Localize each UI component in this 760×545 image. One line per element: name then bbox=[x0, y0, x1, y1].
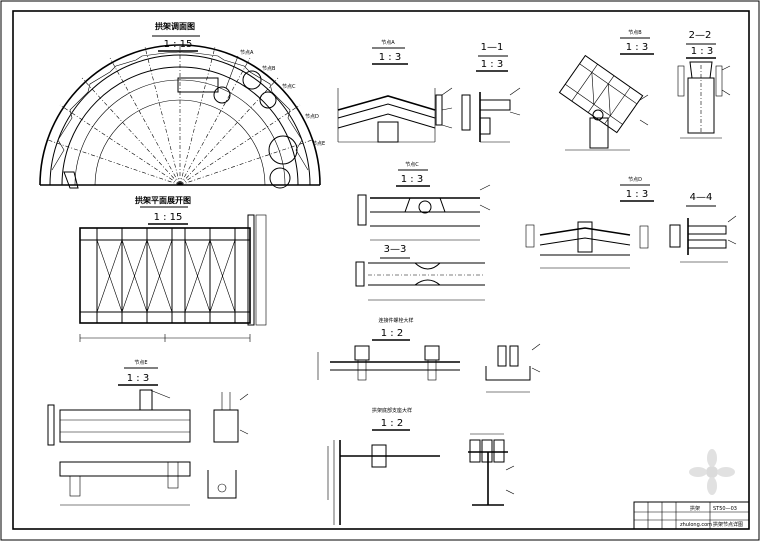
node-c-pin bbox=[418, 200, 432, 214]
detail-circle-d bbox=[268, 135, 298, 165]
joint-detail-2: 拱架底部支座大样 1 : 2 bbox=[327, 407, 508, 525]
plan-scale: 1 : 15 bbox=[154, 212, 183, 223]
node-b-scale: 1 : 3 bbox=[626, 42, 648, 53]
joint2-title: 拱架底部支座大样 bbox=[372, 407, 412, 414]
watermark: zhulong.com bbox=[680, 522, 712, 528]
title-block-drawing-no: ST50—03 bbox=[713, 506, 737, 512]
arch-arc-4 bbox=[74, 79, 286, 186]
sec33-title: 3—3 bbox=[384, 244, 407, 255]
joint1-scale: 1 : 2 bbox=[381, 328, 403, 339]
sec11-left-block bbox=[461, 94, 471, 131]
node-e-scale: 1 : 3 bbox=[127, 373, 149, 384]
joint1-title: 连接件螺栓大样 bbox=[378, 317, 413, 324]
sec44-title: 4—4 bbox=[690, 192, 713, 203]
marker-a-leader bbox=[225, 55, 239, 89]
node-a-title: 节点A bbox=[381, 40, 395, 46]
marker-d: 节点D bbox=[305, 114, 319, 120]
marker-b: 节点B bbox=[262, 66, 276, 72]
section-2-2: 2—2 1 : 3 bbox=[677, 30, 723, 139]
node-c-scale: 1 : 3 bbox=[401, 174, 423, 185]
node-d-scale: 1 : 3 bbox=[626, 189, 648, 200]
node-e-side bbox=[213, 409, 239, 443]
title-block-frame bbox=[633, 501, 750, 530]
sec22-scale: 1 : 3 bbox=[691, 46, 713, 57]
arch-radials bbox=[47, 45, 313, 186]
title-block-right: 拱架节点详图 bbox=[713, 521, 743, 528]
node-a-top-chord bbox=[337, 95, 436, 111]
plan-end-flange bbox=[255, 214, 267, 326]
arch-elevation: 拱架调面图 1 : 15 bbox=[39, 21, 325, 189]
detail-circle-a bbox=[213, 86, 231, 104]
plan-expanded: 拱架平面展开图 1 : 15 bbox=[79, 195, 267, 342]
node-b-truss bbox=[558, 54, 644, 134]
node-b-title: 节点B bbox=[628, 30, 642, 36]
node-e-detail: 节点E 1 : 3 bbox=[47, 360, 239, 506]
sec22-title: 2—2 bbox=[689, 30, 712, 41]
plan-verticals bbox=[96, 228, 236, 323]
title-block: 拱架 ST50—03 拱架节点详图 zhulong.com bbox=[633, 501, 750, 530]
node-d-title: 节点D bbox=[628, 177, 642, 183]
arch-left-support bbox=[63, 171, 79, 189]
plan-outline bbox=[79, 227, 251, 324]
node-b-detail: 节点B 1 : 3 bbox=[558, 30, 654, 151]
section-3-3: 3—3 bbox=[355, 244, 485, 301]
detail-circle-b bbox=[242, 70, 262, 90]
node-a-scale: 1 : 3 bbox=[379, 52, 401, 63]
marker-c: 节点C bbox=[282, 84, 296, 90]
plan-title: 拱架平面展开图 bbox=[135, 195, 191, 205]
joint2-i-section bbox=[468, 433, 508, 506]
node-e-beam bbox=[59, 409, 191, 443]
node-a-detail: 节点A 1 : 3 bbox=[337, 40, 443, 143]
arch-truss-web bbox=[51, 51, 309, 171]
joint-detail-1: 连接件螺栓大样 1 : 2 bbox=[317, 317, 531, 393]
node-e-title: 节点E bbox=[134, 360, 147, 366]
leader-lines bbox=[239, 65, 737, 495]
joint1-side bbox=[485, 366, 531, 381]
marker-e: 节点E bbox=[312, 141, 325, 147]
node-c-detail: 节点C 1 : 3 bbox=[357, 162, 480, 241]
node-e-base bbox=[59, 461, 191, 477]
node-d-chord bbox=[539, 227, 631, 236]
plan-end-plate bbox=[247, 214, 255, 326]
sec11-scale: 1 : 3 bbox=[481, 59, 503, 70]
arch-title: 拱架调面图 bbox=[155, 21, 195, 31]
joint1-nut-right bbox=[424, 345, 440, 361]
plan-x-bracing bbox=[96, 239, 236, 313]
node-c-title: 节点C bbox=[405, 162, 419, 168]
node-d-detail: 节点D 1 : 3 bbox=[525, 177, 654, 269]
marker-a: 节点A bbox=[240, 50, 254, 56]
section-4-4: 4—4 bbox=[669, 192, 728, 263]
arch-crown-box bbox=[177, 77, 219, 93]
arch-outer-arc bbox=[39, 44, 321, 186]
sec11-title: 1—1 bbox=[481, 42, 504, 53]
joint2-bolt bbox=[371, 444, 387, 468]
inner-frame bbox=[12, 10, 750, 530]
node-a-gusset bbox=[377, 121, 399, 143]
detail-circle-c bbox=[259, 91, 277, 109]
section-1-1: 1—1 1 : 3 bbox=[461, 42, 511, 143]
joint2-scale: 1 : 2 bbox=[381, 418, 403, 429]
detail-circle-e bbox=[269, 167, 291, 189]
joint1-nut-left bbox=[354, 345, 370, 361]
title-block-left: 拱架 bbox=[690, 505, 700, 512]
watermark-logo bbox=[689, 449, 735, 495]
node-e-channel bbox=[207, 470, 237, 499]
